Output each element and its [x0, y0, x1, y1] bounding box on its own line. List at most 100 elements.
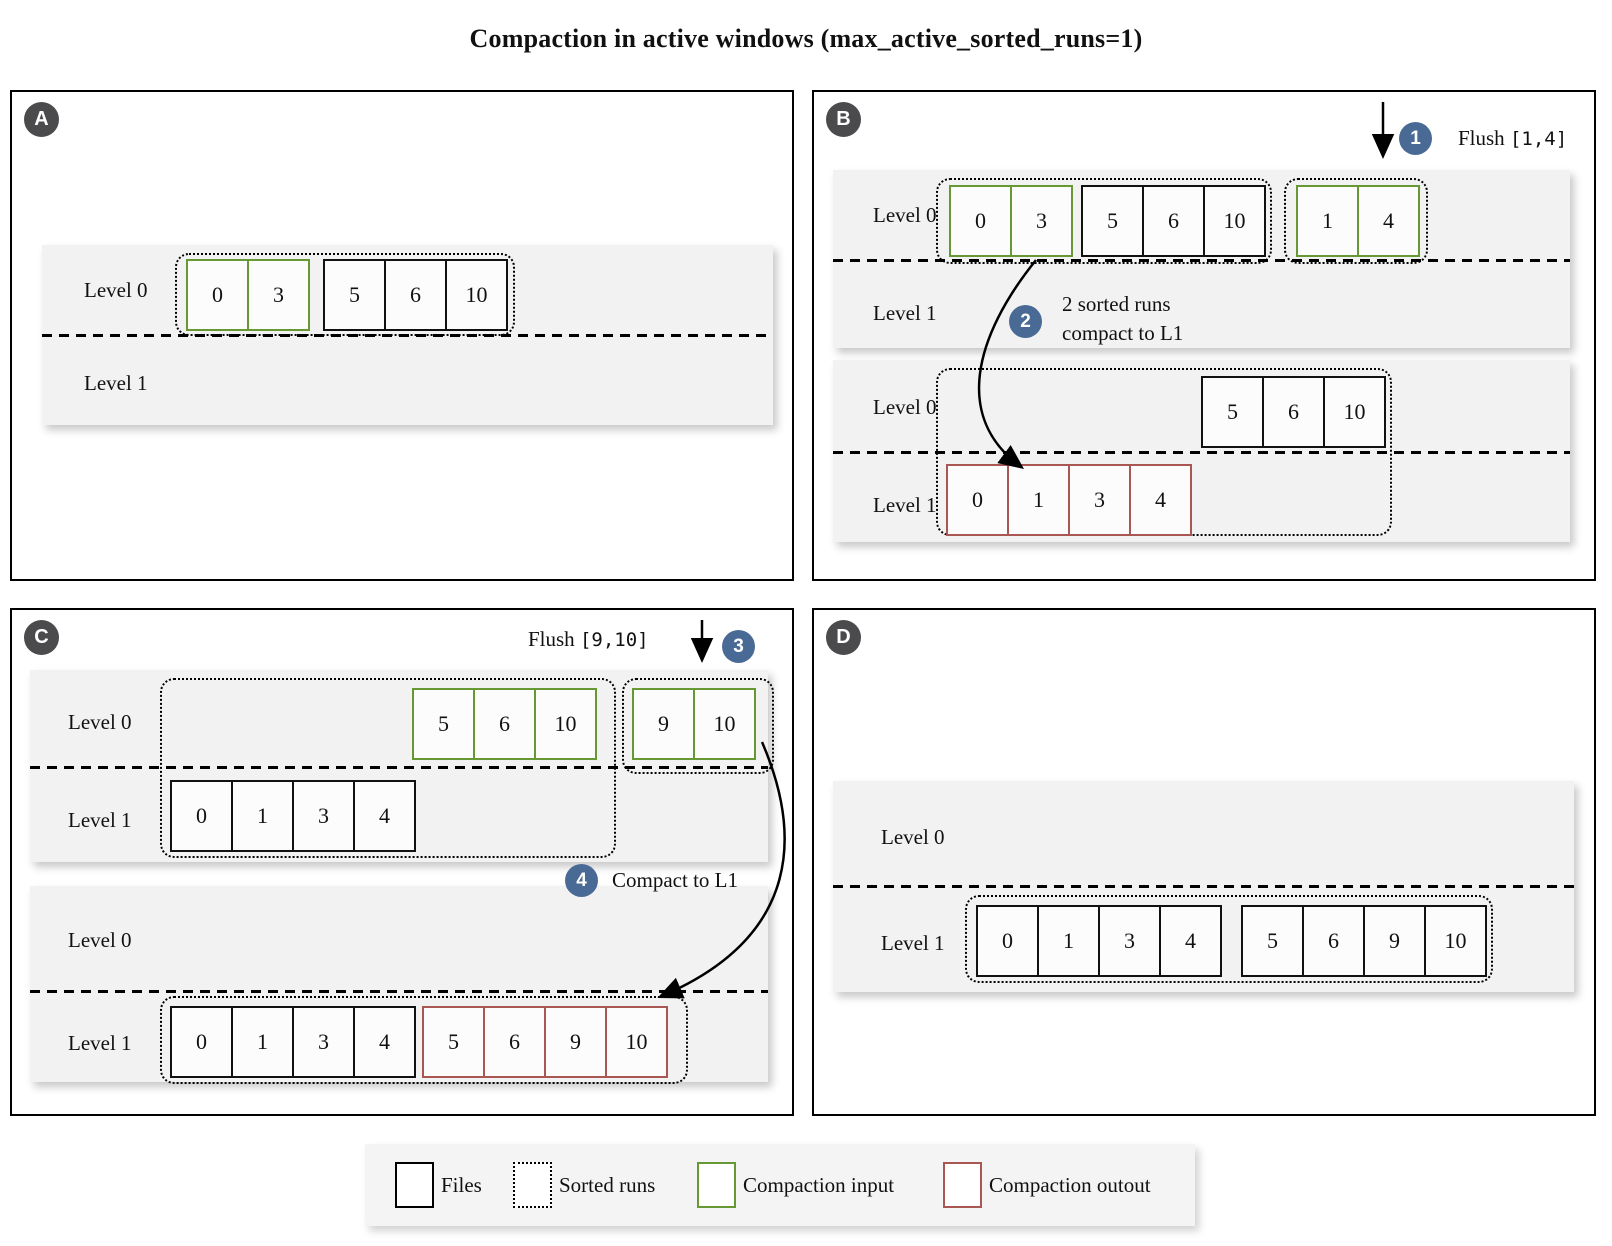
- level-separator: [833, 885, 1574, 888]
- file-cell: 6: [1144, 185, 1205, 257]
- file-cell: 4: [1359, 185, 1420, 257]
- level-separator: [30, 766, 768, 769]
- sorted-run-outline: [1284, 178, 1428, 264]
- file-cell: 1: [233, 1006, 294, 1078]
- file-cell: 0: [186, 259, 249, 331]
- panel-d-badge: D: [826, 620, 861, 655]
- file-cell: 4: [1131, 464, 1192, 536]
- file-cell: 10: [695, 688, 756, 760]
- panel-b-badge: B: [826, 102, 861, 137]
- file-cell: 3: [1070, 464, 1131, 536]
- flush-range: [1,4]: [1509, 128, 1568, 150]
- file-cell: 5: [1241, 905, 1304, 977]
- legend-item-compaction-input: Compaction input: [697, 1144, 894, 1226]
- flush-annotation: Flush [1,4]: [1458, 126, 1567, 151]
- level-0-label: Level 0: [84, 278, 148, 302]
- diagram-title: Compaction in active windows (max_active…: [469, 24, 1143, 53]
- level-1-label: Level 1: [873, 493, 937, 517]
- file-cell: 10: [1205, 185, 1266, 257]
- sorted-runs-swatch: [513, 1162, 552, 1208]
- file-cell: 1: [1039, 905, 1100, 977]
- level-1-label: Level 1: [68, 1031, 132, 1055]
- legend-sorted-runs-label: Sorted runs: [559, 1172, 656, 1197]
- file-cell: 0: [976, 905, 1039, 977]
- file-cell: 1: [233, 780, 294, 852]
- file-cell: 1: [1009, 464, 1070, 536]
- file-cell: 5: [422, 1006, 485, 1078]
- level-1-label: Level 1: [68, 808, 132, 832]
- file-cell: 5: [1081, 185, 1144, 257]
- level-separator: [833, 451, 1570, 454]
- step-4-badge: 4: [565, 864, 598, 897]
- file-cell: 6: [485, 1006, 546, 1078]
- file-cell: 9: [632, 688, 695, 760]
- flush-word: Flush: [1458, 126, 1505, 150]
- legend-compaction-input-label: Compaction input: [743, 1172, 895, 1197]
- legend-item-files: Files: [395, 1144, 482, 1226]
- flush-annotation: Flush [9,10]: [528, 627, 649, 652]
- legend-compaction-output-label: Compaction outout: [989, 1172, 1151, 1197]
- sorted-run-outline: [965, 895, 1493, 983]
- panel-c-badge: C: [24, 620, 59, 655]
- file-cell: 4: [355, 1006, 416, 1078]
- sorted-run-outline: [936, 178, 1272, 264]
- flush-range: [9,10]: [579, 629, 649, 651]
- sorted-run-outline: [175, 253, 515, 336]
- file-cell: 6: [1304, 905, 1365, 977]
- file-cell: 1: [1296, 185, 1359, 257]
- compact-annotation: Compact to L1: [612, 868, 738, 892]
- file-cell: 10: [447, 259, 508, 331]
- file-cell: 4: [1161, 905, 1222, 977]
- level-0-label: Level 0: [68, 710, 132, 734]
- file-cell: 3: [249, 259, 310, 331]
- level-1-label: Level 1: [84, 371, 148, 395]
- level-0-label: Level 0: [881, 825, 945, 849]
- compact-annotation: 2 sorted runs compact to L1: [1062, 290, 1183, 348]
- legend: Files Sorted runs Compaction input Compa…: [365, 1144, 1195, 1226]
- file-cell: 0: [170, 1006, 233, 1078]
- compact-annotation-line1: 2 sorted runs: [1062, 292, 1171, 316]
- level-0-label: Level 0: [68, 928, 132, 952]
- level-separator: [30, 990, 768, 993]
- file-cell: 3: [294, 1006, 355, 1078]
- level-1-label: Level 1: [881, 931, 945, 955]
- file-cell: 10: [607, 1006, 668, 1078]
- file-cell: 3: [1100, 905, 1161, 977]
- file-cell: 6: [1264, 376, 1325, 448]
- file-cell: 3: [294, 780, 355, 852]
- file-cell: 5: [323, 259, 386, 331]
- legend-item-compaction-output: Compaction outout: [943, 1144, 1151, 1226]
- file-cell: 10: [1426, 905, 1487, 977]
- files-swatch: [395, 1162, 434, 1208]
- legend-files-label: Files: [441, 1172, 482, 1197]
- file-cell: 5: [412, 688, 475, 760]
- level-0-label: Level 0: [873, 395, 937, 419]
- file-cell: 9: [1365, 905, 1426, 977]
- file-cell: 4: [355, 780, 416, 852]
- flush-word: Flush: [528, 627, 575, 651]
- file-cell: 6: [475, 688, 536, 760]
- compaction-output-swatch: [943, 1162, 982, 1208]
- sorted-run-outline: [160, 678, 616, 858]
- level-0-label: Level 0: [873, 203, 937, 227]
- legend-item-sorted-runs: Sorted runs: [513, 1144, 655, 1226]
- file-cell: 9: [546, 1006, 607, 1078]
